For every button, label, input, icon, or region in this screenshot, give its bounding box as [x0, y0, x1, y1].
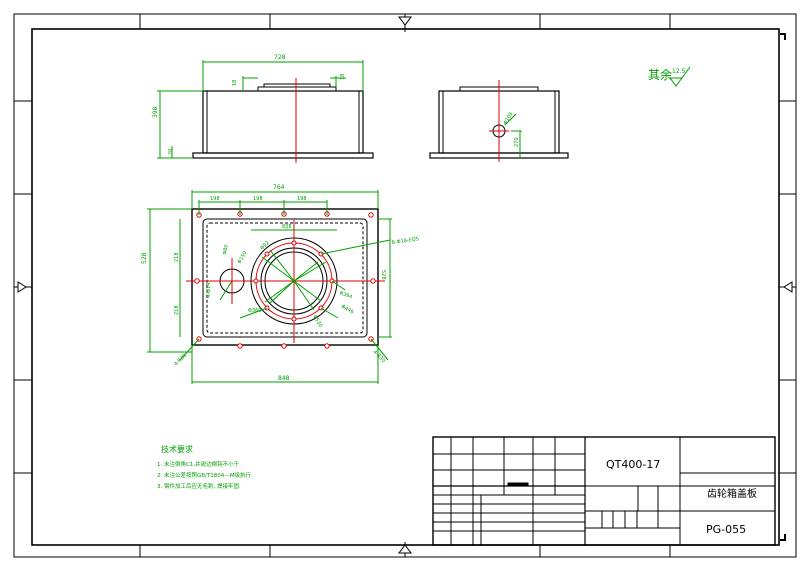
dim-front-height: 398: [152, 106, 159, 118]
dim-plan-seg-upper: 218: [174, 252, 180, 262]
dim-front-base: 20: [168, 149, 174, 155]
trim-marks: [780, 33, 786, 541]
tech-requirements-title: 技术要求: [161, 444, 193, 454]
dim-small-circle: Φ150: [237, 250, 249, 265]
dim-small-hole: Φ80: [222, 244, 230, 255]
roughness-symbol-icon: [669, 66, 691, 87]
dim-plan-spacing-3: 198: [297, 196, 307, 202]
title-drawing-no: PG-055: [706, 523, 746, 536]
dim-plan-height-right: 528: [380, 270, 386, 280]
dim-front-step-right: 18: [340, 74, 346, 80]
roughness-label: 其余: [648, 67, 672, 82]
dim-corner-left: 4-R30: [173, 353, 188, 368]
dim-plan-height-left: 528: [141, 252, 148, 264]
front-view: 728 18 18 398 20: [152, 54, 374, 163]
tech-requirement-3: 3. 钢件加工后应无毛刺, 焊接牢固.: [157, 482, 241, 490]
dim-plan-bottom: 848: [278, 375, 290, 382]
dim-corner-right: 4-R30: [372, 349, 387, 364]
surface-roughness-note: 其余 12.5: [648, 66, 691, 87]
plan-view: 764 198 198 198 838 528 218 218 528 848 …: [141, 184, 419, 384]
dim-pcd-note: Φ92: [259, 240, 271, 252]
dim-front-step-left: 18: [232, 80, 238, 86]
dim-front-width: 728: [274, 54, 286, 61]
dim-bolt-callout: 8-Φ18-EQS: [391, 236, 419, 246]
drawing-frame: [31, 28, 780, 546]
side-view: Φ108 270: [429, 80, 569, 162]
dim-plan-spacing-1: 198: [210, 196, 220, 202]
dim-side-offset: 270: [514, 137, 520, 147]
outer-border: [13, 13, 797, 558]
dim-circle-d3: Φ530: [311, 314, 323, 329]
tech-requirements: 技术要求 1. 未注倒角C1,并锐边倒钝不小于. 2. 未注公差按照GB/T18…: [157, 444, 253, 490]
title-model: QT400-17: [606, 458, 660, 471]
dim-left-note: 4-Φ14: [206, 283, 212, 298]
roughness-value: 12.5: [672, 68, 686, 75]
dim-plan-inner: 838: [282, 224, 292, 230]
dim-plan-seg-lower: 218: [174, 305, 180, 315]
tech-requirement-1: 1. 未注倒角C1,并锐边倒钝不小于.: [157, 460, 241, 468]
dim-circle-d2: Φ446: [340, 304, 355, 316]
dim-circle-d1: Φ394: [338, 290, 353, 300]
tech-requirement-2: 2. 未注公差按照GB/T1804—M级执行.: [157, 471, 253, 479]
frame-ticks: [14, 14, 796, 557]
dim-side-hole: Φ108: [503, 111, 515, 126]
dim-plan-spacing-2: 198: [253, 196, 263, 202]
title-part-name: 齿轮箱盖板: [707, 487, 757, 500]
title-block: [432, 436, 776, 546]
dim-plan-width: 764: [273, 184, 285, 191]
dim-plate-thk: Φ360: [248, 308, 261, 314]
centering-marks: [14, 14, 796, 557]
